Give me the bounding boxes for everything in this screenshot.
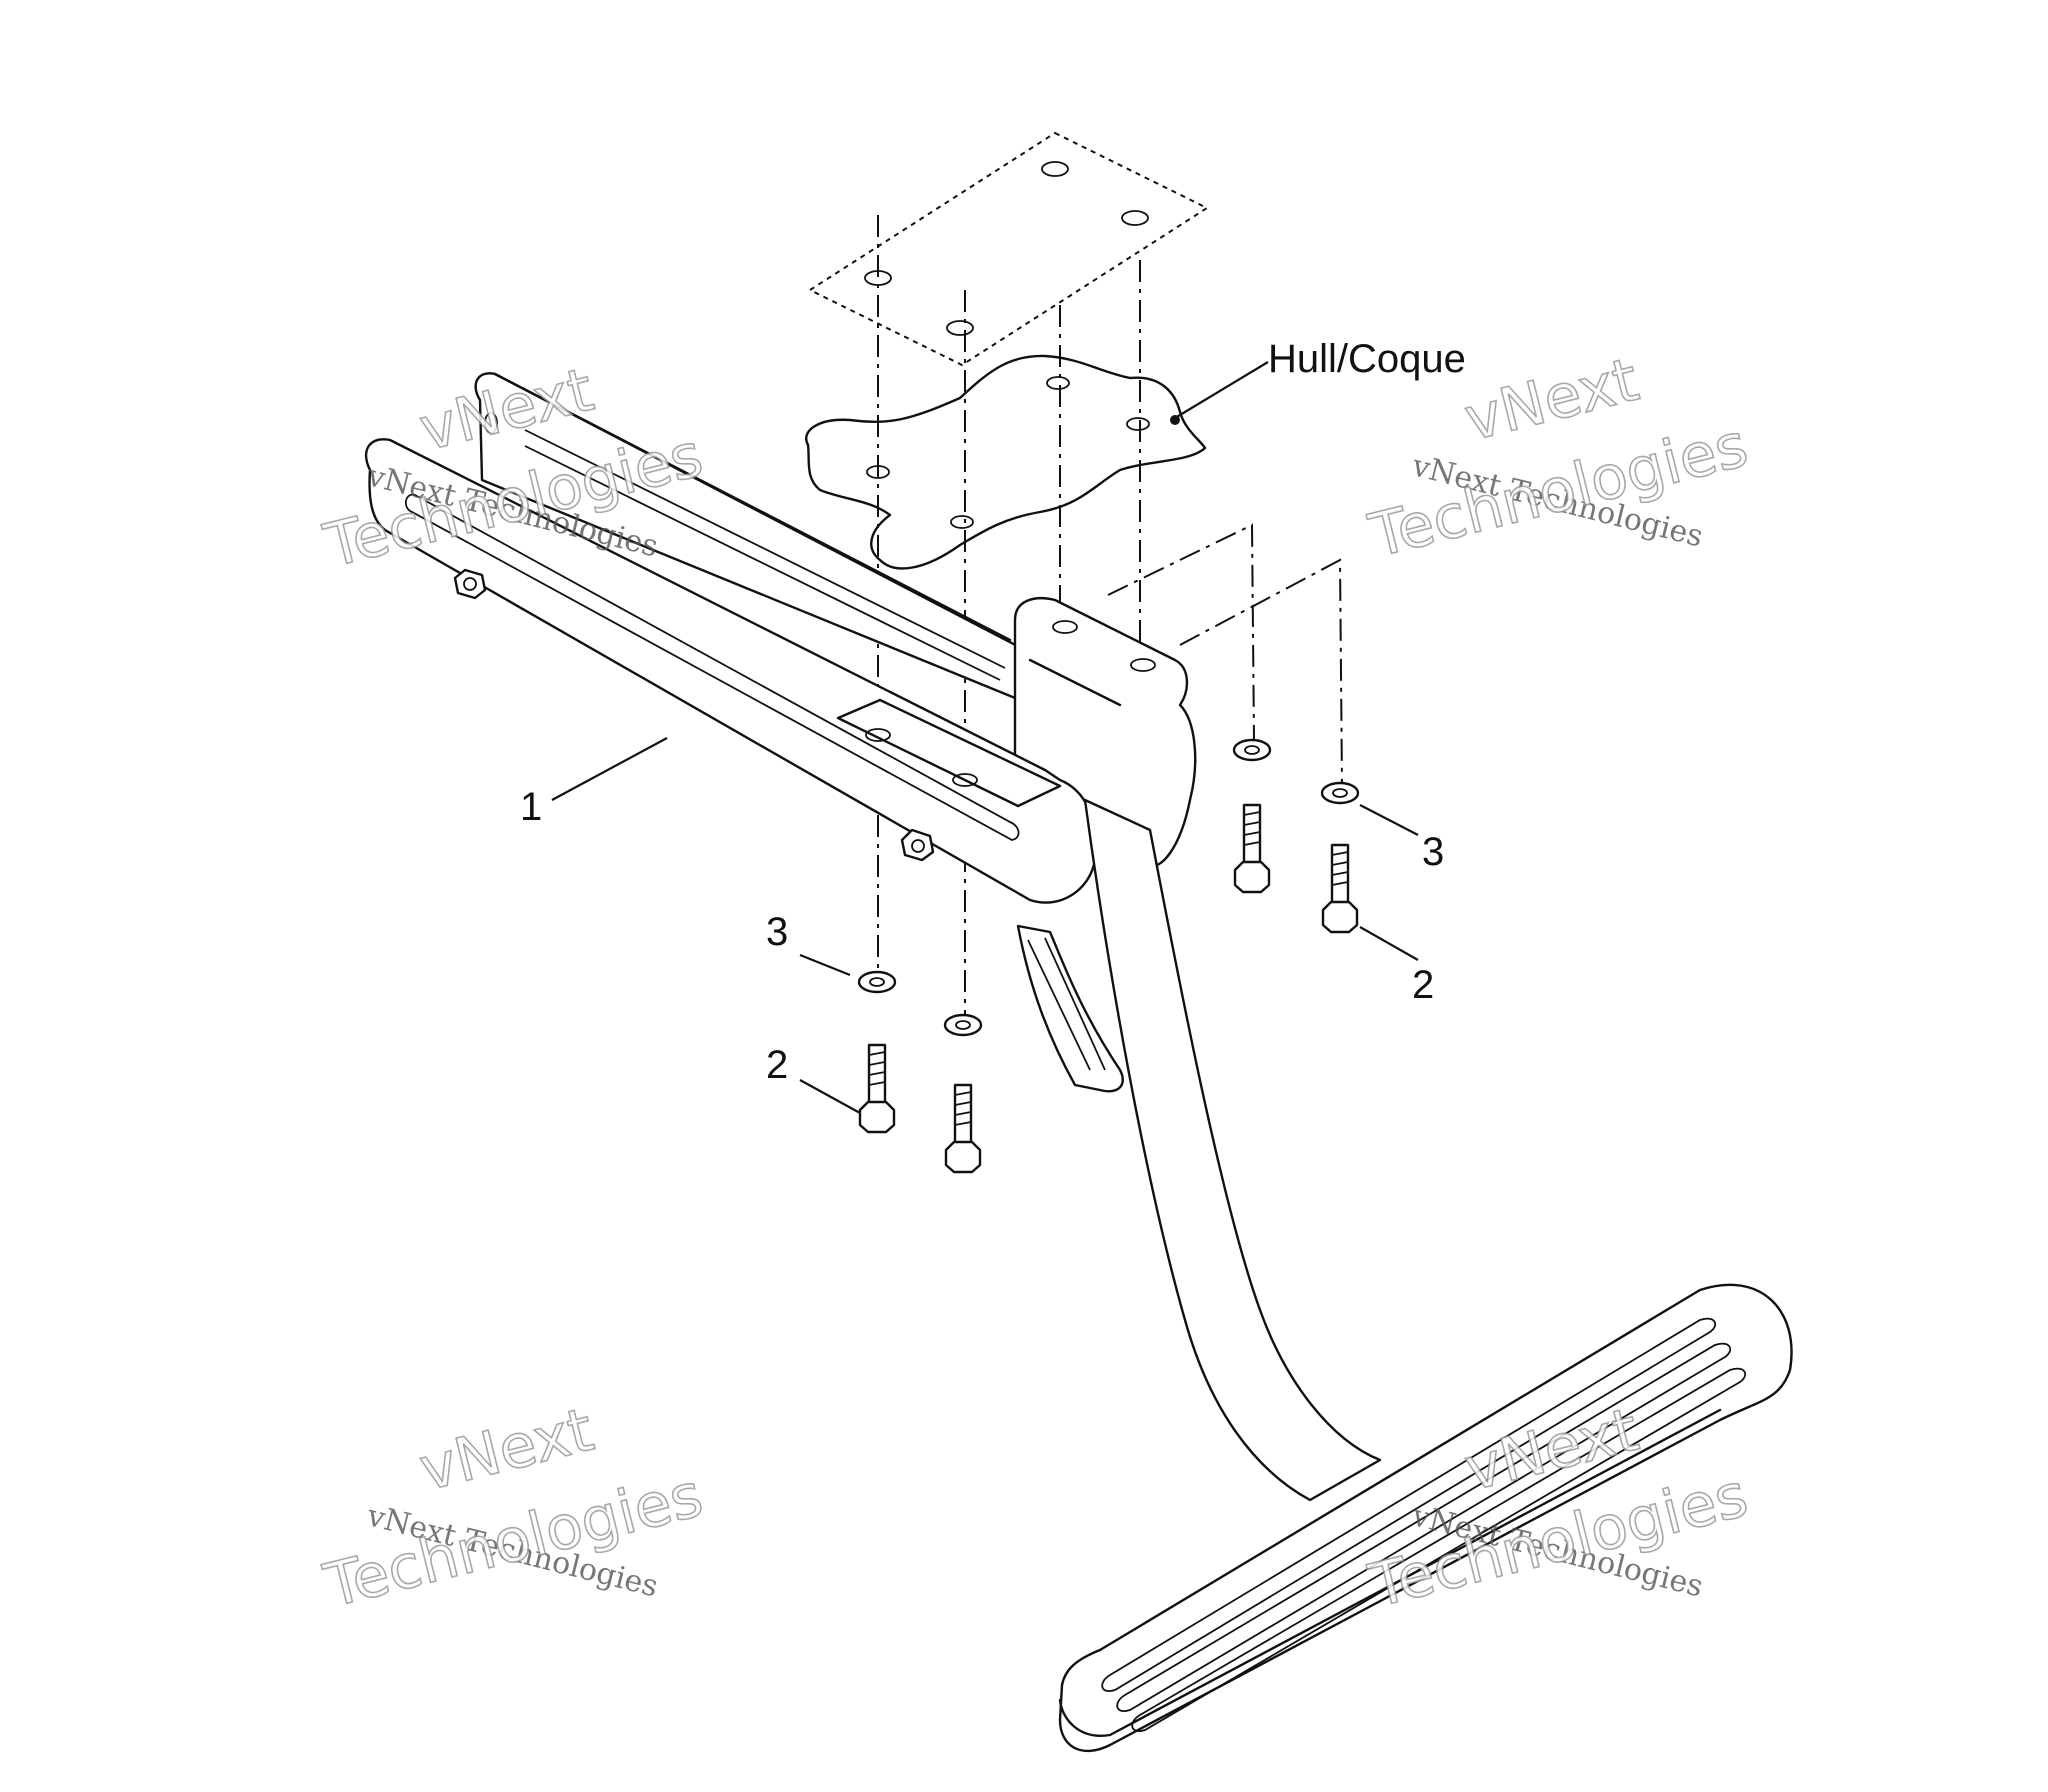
part-3-right-label: 3 <box>1422 830 1444 874</box>
part-3-left-label: 3 <box>766 910 788 954</box>
leader-lines <box>551 361 1419 1114</box>
part-2-right-label: 2 <box>1412 963 1434 1007</box>
lock-washer-left-a <box>857 970 897 994</box>
footplate <box>1058 1283 1793 1753</box>
hull-label: Hull/Coque <box>1268 337 1466 381</box>
bolt-left-a <box>858 1043 896 1134</box>
watermark-brand: vNext <box>413 1395 600 1505</box>
bolt-left-b <box>944 1083 982 1174</box>
lock-washer-right-b <box>1320 781 1360 805</box>
support-post <box>1083 798 1382 1502</box>
part-1-label: 1 <box>520 785 542 829</box>
watermark-bottom-left: vNext vNext Technologies Technologies <box>317 1394 710 1623</box>
bolt-right-b <box>1321 843 1359 934</box>
bolt-right-a <box>1233 803 1271 894</box>
lever-handle <box>1016 924 1124 1093</box>
front-slotted-arm <box>364 438 1098 904</box>
lock-washer-left-b <box>943 1013 983 1037</box>
part-2-left-label: 2 <box>766 1043 788 1087</box>
hull-gasket <box>805 354 1207 570</box>
hull-mounting-plate <box>807 131 1210 367</box>
lock-washer-right-a <box>1232 738 1272 762</box>
back-slotted-arm <box>474 372 1027 702</box>
watermark-brand: vNext <box>1458 345 1645 455</box>
